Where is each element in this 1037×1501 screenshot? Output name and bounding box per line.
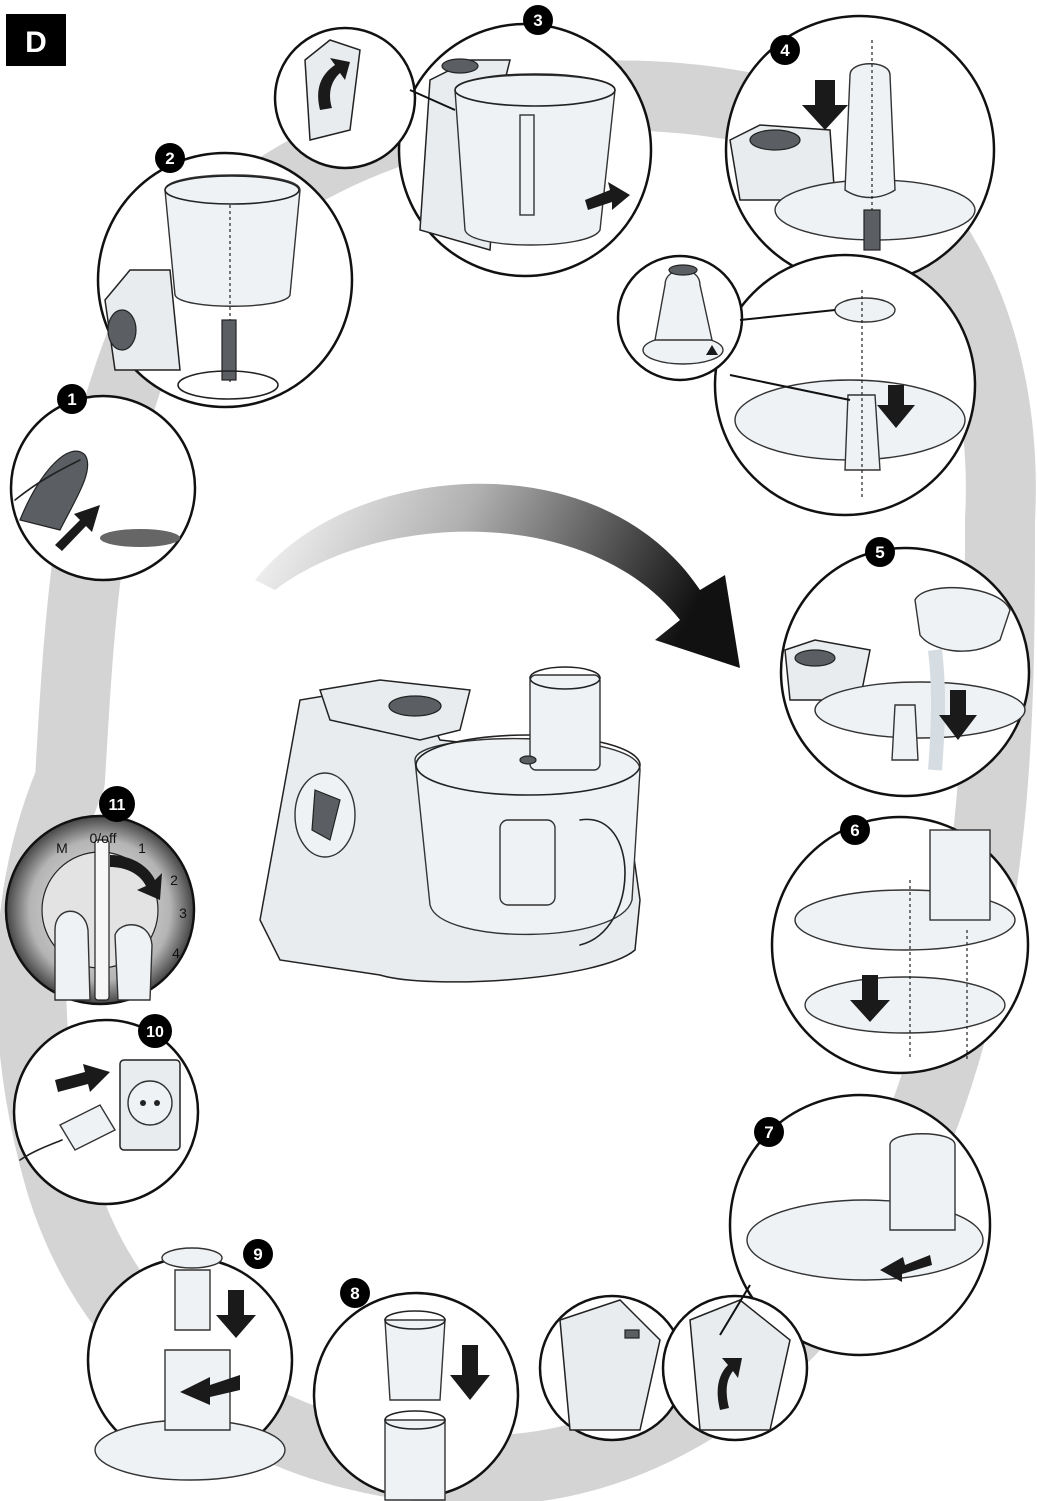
dial-label-m: M: [56, 840, 68, 856]
section-letter: D: [25, 26, 47, 59]
step-1-number: 1: [67, 390, 76, 409]
step-10-number: 10: [146, 1024, 164, 1041]
step-7-number: 7: [764, 1123, 773, 1142]
step-6-number: 6: [850, 821, 859, 840]
step-3-number: 3: [533, 11, 542, 30]
step-11-number: 11: [109, 797, 126, 814]
step-9-number: 9: [253, 1245, 262, 1264]
step-6-panel: 6: [772, 815, 1028, 1073]
dial-label-1: 1: [138, 840, 146, 856]
step-4-panel: 4: [726, 16, 994, 284]
step-8-number: 8: [350, 1284, 359, 1303]
step-2-number: 2: [165, 149, 174, 168]
dial-label-4: 4: [172, 945, 180, 961]
step-4-number: 4: [780, 41, 790, 60]
step-8-panel: 8: [314, 1278, 518, 1500]
step-1-panel: 1: [11, 384, 195, 580]
dial-label-2: 2: [170, 872, 178, 888]
step-4b-panel: [618, 255, 975, 515]
big-curved-arrow: [255, 484, 740, 668]
dial-label-3: 3: [179, 905, 187, 921]
step-5-number: 5: [875, 543, 884, 562]
food-processor-main: [260, 667, 640, 982]
dial-label-off: 0/off: [90, 830, 117, 846]
section-label: D: [6, 14, 66, 66]
